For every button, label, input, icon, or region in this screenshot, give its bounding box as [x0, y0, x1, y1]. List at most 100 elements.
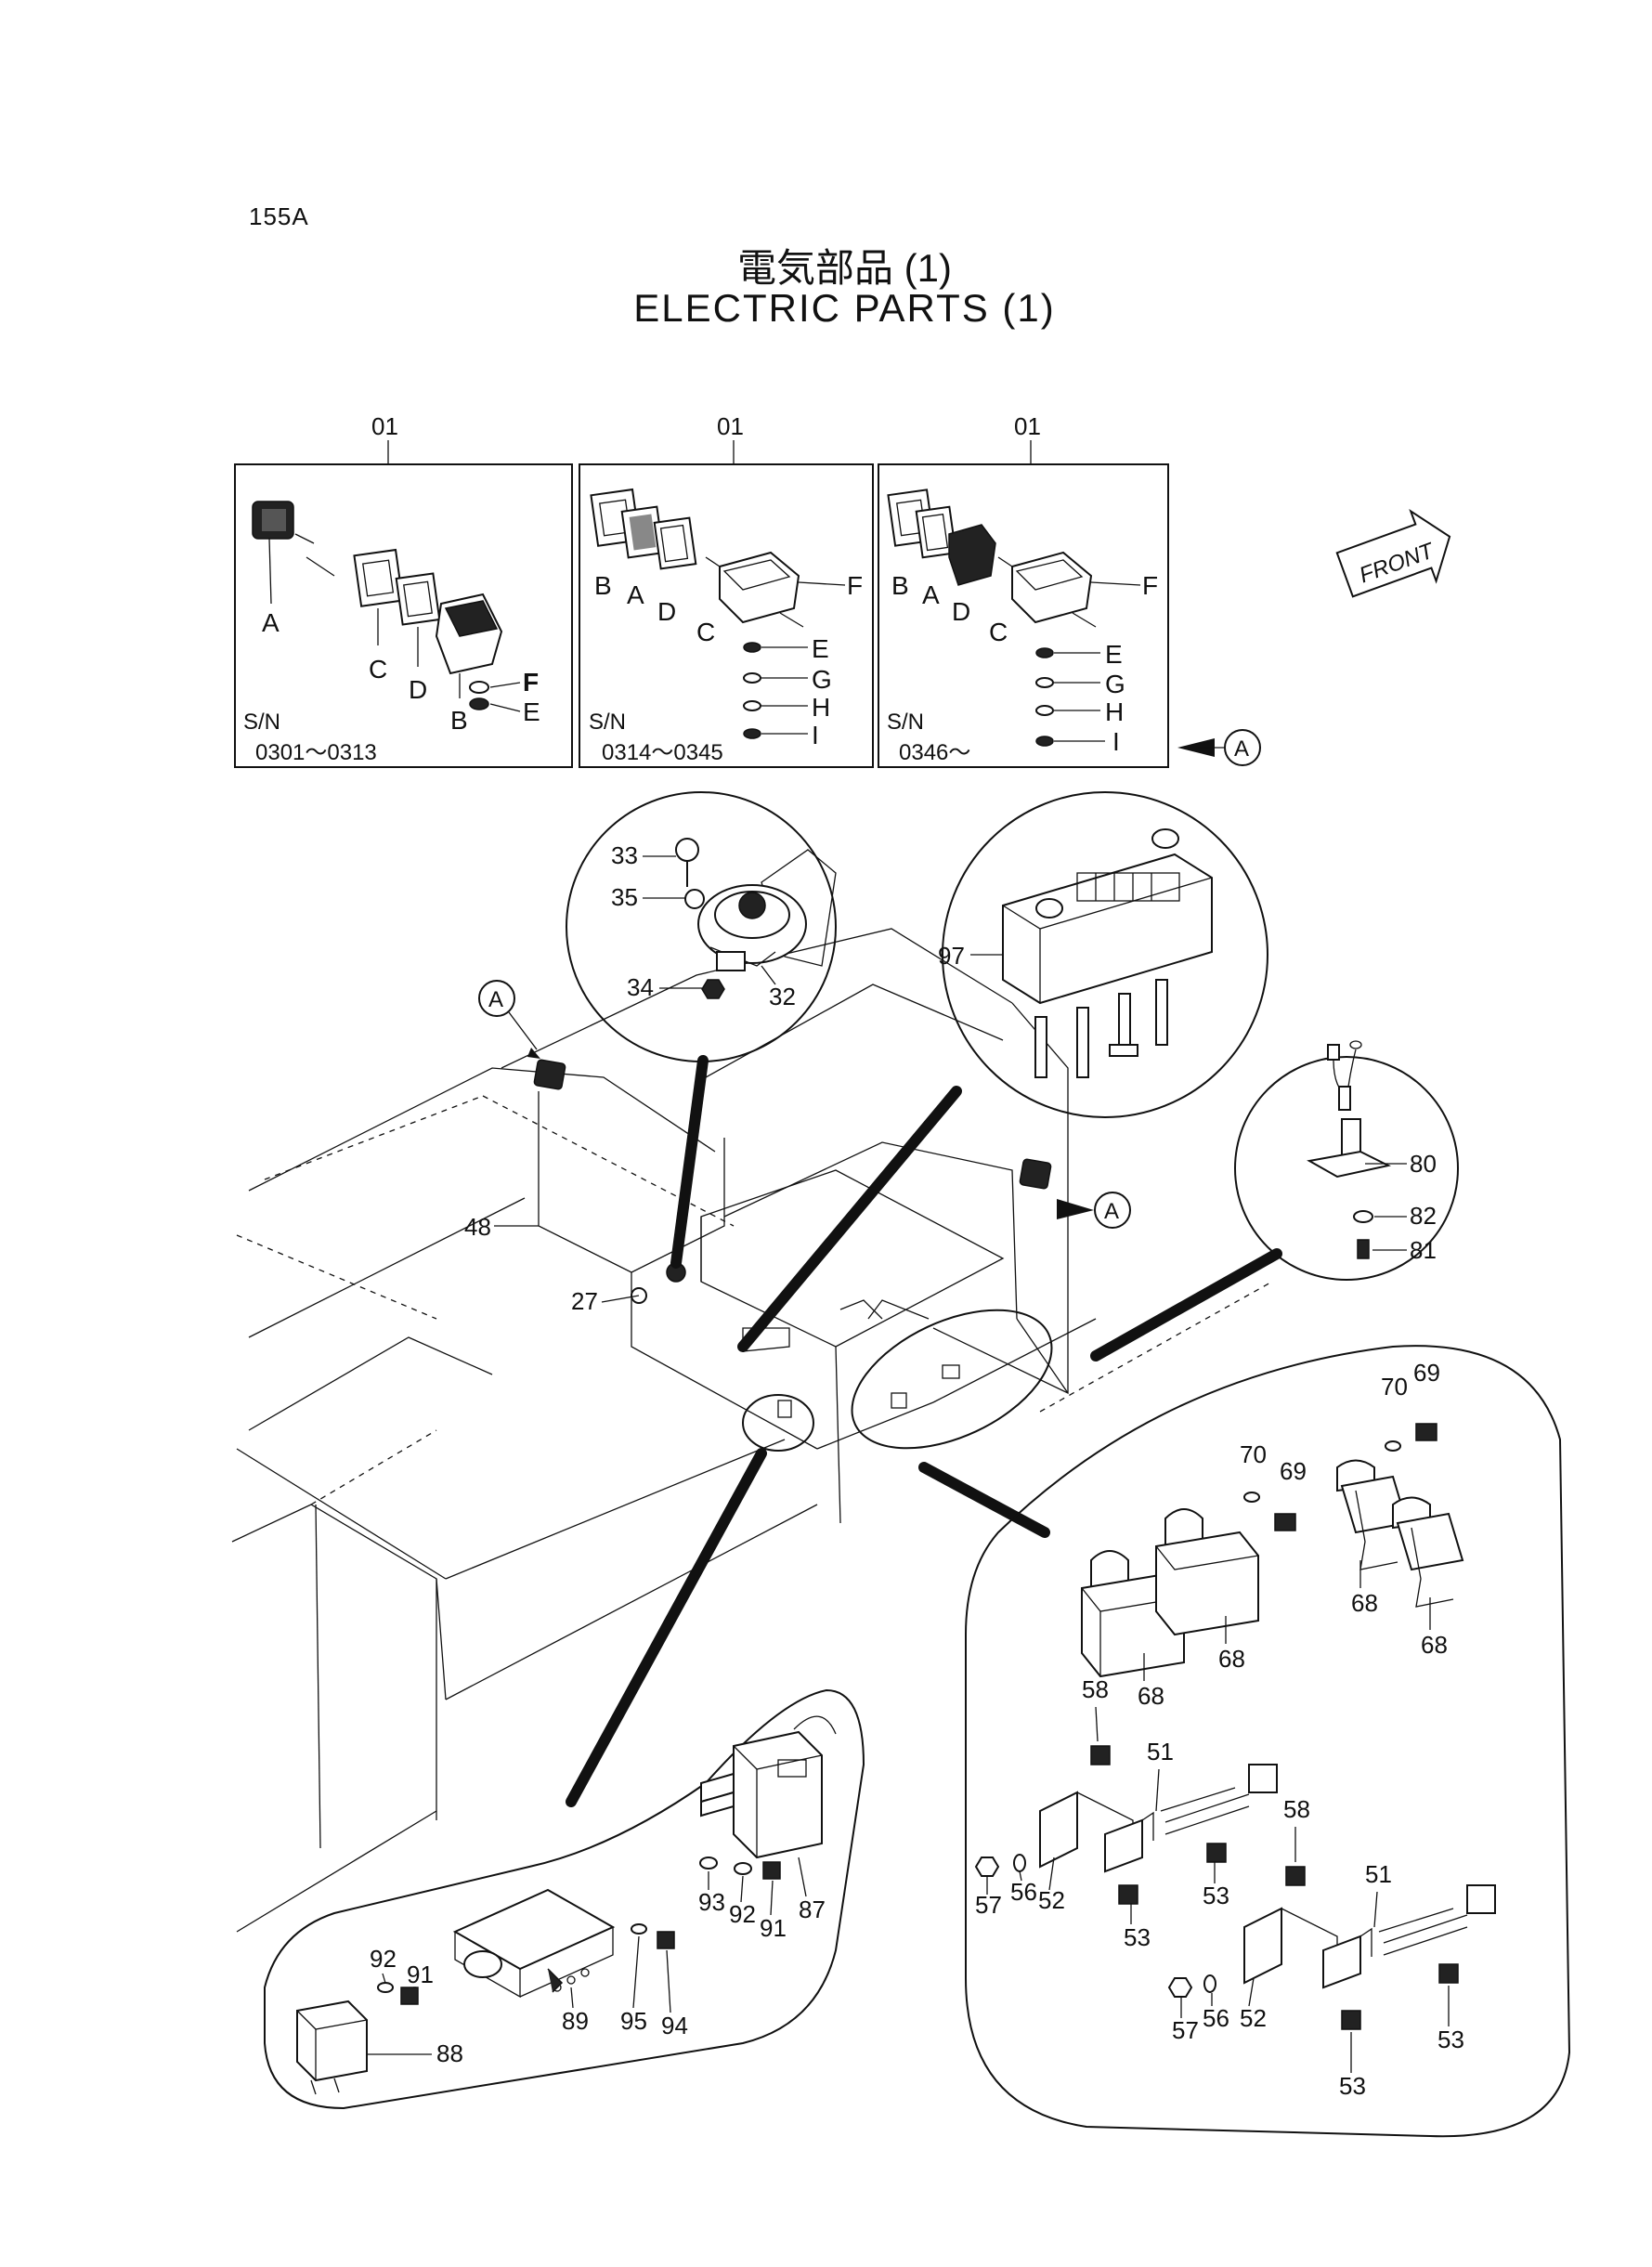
callout-27: 27 — [571, 1287, 598, 1315]
view-a-marker-right: A — [1057, 1192, 1131, 1229]
callout-93: 93 — [698, 1888, 725, 1916]
variant-3-sn-range: 0346～ — [899, 740, 970, 765]
callout-70: 70 — [1381, 1373, 1408, 1401]
variant-2-part-no: 01 — [717, 412, 744, 440]
letter-label: G — [1105, 670, 1125, 698]
variant-3-part-no: 01 — [1014, 412, 1041, 440]
variant-1-sn-label: S/N — [243, 710, 280, 735]
callout-34: 34 — [627, 973, 654, 1001]
letter-label: A — [922, 580, 940, 609]
letter-label: H — [812, 693, 830, 722]
work-lamp-right-icon — [1019, 1158, 1052, 1190]
letter-label: A — [262, 608, 280, 637]
leader-relay-group — [918, 1462, 1050, 1538]
letter-label: D — [409, 675, 427, 704]
callout-87: 87 — [799, 1896, 826, 1923]
callout-52: 52 — [1240, 2004, 1267, 2032]
callout-81: 81 — [1410, 1236, 1437, 1264]
letter-label: F — [1142, 571, 1158, 600]
callout-48: 48 — [464, 1213, 491, 1241]
letter-label: H — [1105, 697, 1124, 726]
letter-label: C — [989, 618, 1008, 646]
callout-82: 82 — [1410, 1202, 1437, 1230]
letter-label: F — [523, 668, 539, 697]
callout-91: 91 — [760, 1914, 787, 1942]
letter-label: D — [952, 597, 970, 626]
callout-35: 35 — [611, 883, 638, 911]
callout-58: 58 — [1082, 1675, 1109, 1703]
callout-53: 53 — [1437, 2026, 1464, 2053]
callout-91: 91 — [407, 1961, 434, 1988]
letter-label: A — [627, 580, 644, 609]
callout-33: 33 — [611, 841, 638, 869]
relay-bracket-detail: 68 68 68 68 70 69 70 69 — [965, 1345, 1571, 2138]
page-title-japanese: 電気部品 (1) — [736, 246, 952, 290]
callout-68: 68 — [1351, 1589, 1378, 1617]
flasher-zone-outline — [742, 1394, 814, 1452]
view-a-marker: A — [1177, 729, 1261, 766]
callout-53: 53 — [1124, 1923, 1151, 1951]
callout-88: 88 — [436, 2039, 463, 2067]
variant-3-sn-label: S/N — [887, 710, 924, 735]
callout-95: 95 — [620, 2007, 647, 2035]
variant-box-3: 01 B A D C F E G H I — [878, 412, 1169, 768]
view-a-marker-left: A — [478, 980, 540, 1059]
callout-80: 80 — [1410, 1150, 1437, 1178]
letter-label: G — [812, 665, 832, 694]
variant-box-1: 01 A C D B F — [234, 412, 573, 768]
callout-53: 53 — [1203, 1882, 1229, 1909]
letter-label: E — [1105, 640, 1123, 669]
svg-text:A: A — [1104, 1199, 1119, 1224]
fuse-box-detail: 97 — [938, 791, 1268, 1118]
variant-1-sn-range: 0301～0313 — [255, 740, 377, 765]
relay-zone-outline — [851, 1309, 1053, 1450]
callout-32: 32 — [769, 983, 796, 1010]
letter-label: E — [812, 634, 829, 663]
callout-51: 51 — [1365, 1860, 1392, 1888]
letter-label: E — [523, 697, 540, 726]
callout-89: 89 — [562, 2007, 589, 2035]
callout-52: 52 — [1038, 1886, 1065, 1914]
callout-51: 51 — [1147, 1738, 1174, 1765]
letter-label: B — [594, 571, 612, 600]
callout-53: 53 — [1339, 2072, 1366, 2100]
callout-92: 92 — [729, 1900, 756, 1928]
callout-57: 57 — [1172, 2016, 1199, 2044]
callout-58: 58 — [1283, 1795, 1310, 1823]
letter-label: F — [847, 571, 863, 600]
horn-detail: 33 35 34 32 — [566, 791, 837, 1062]
letter-label: B — [891, 571, 909, 600]
variant-2-sn-label: S/N — [589, 710, 626, 735]
callout-92: 92 — [370, 1945, 397, 1973]
letter-label: C — [369, 655, 387, 684]
callout-69: 69 — [1413, 1359, 1440, 1387]
leader-horn — [670, 1055, 709, 1269]
callout-68: 68 — [1138, 1682, 1164, 1710]
callout-97: 97 — [938, 942, 965, 970]
page-title-english: ELECTRIC PARTS (1) — [633, 286, 1056, 330]
switch-detail: 80 82 81 — [1234, 1040, 1459, 1281]
leader-lower-left — [566, 1448, 767, 1807]
letter-label: B — [450, 706, 468, 735]
callout-56: 56 — [1010, 1878, 1037, 1906]
callout-94: 94 — [661, 2012, 688, 2039]
variant-2-sn-range: 0314～0345 — [602, 740, 723, 765]
letter-label: I — [1112, 727, 1120, 756]
letter-label: D — [657, 597, 676, 626]
variant-1-part-no: 01 — [371, 412, 398, 440]
callout-56: 56 — [1203, 2004, 1229, 2032]
page-number: 155A — [249, 202, 309, 230]
svg-text:A: A — [488, 987, 503, 1012]
leader-switch — [1090, 1248, 1282, 1362]
variant-box-2: 01 B A D C F E G H — [579, 412, 874, 768]
lower-left-detail: 93 92 91 87 89 95 94 92 91 88 — [264, 1688, 865, 2110]
callout-70: 70 — [1240, 1440, 1267, 1468]
callout-57: 57 — [975, 1891, 1002, 1919]
callout-68: 68 — [1421, 1631, 1448, 1659]
letter-label: I — [812, 721, 819, 749]
callout-68: 68 — [1218, 1645, 1245, 1673]
svg-text:A: A — [1234, 736, 1249, 762]
callout-69: 69 — [1280, 1457, 1307, 1485]
